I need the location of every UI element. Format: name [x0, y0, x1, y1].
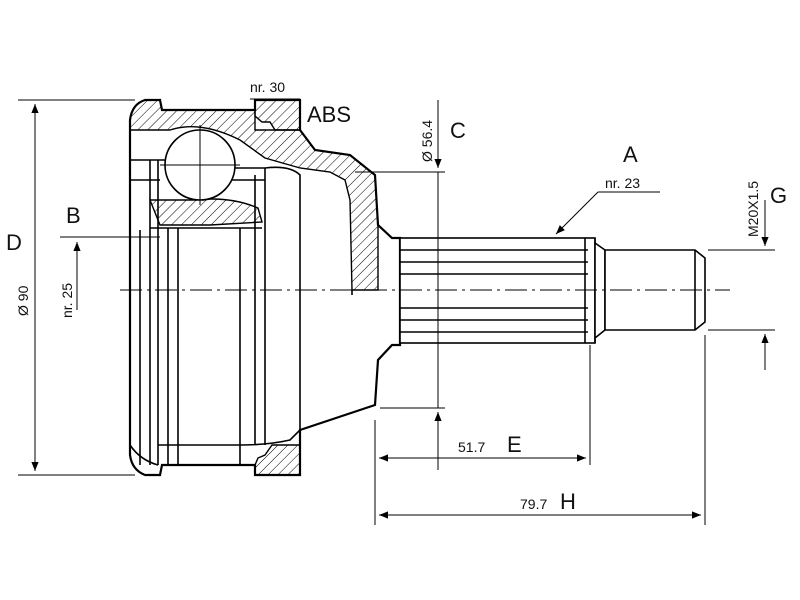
label-nr23: nr. 23 [605, 175, 640, 191]
label-nr25: nr. 25 [59, 283, 75, 318]
label-h: H [560, 489, 576, 514]
label-c: C [450, 118, 466, 143]
label-b: B [66, 203, 81, 228]
label-nr30: nr. 30 [250, 79, 285, 95]
label-abs: ABS [307, 102, 351, 127]
label-thread: M20X1.5 [745, 181, 761, 237]
ball [160, 125, 240, 205]
label-h-value: 79.7 [520, 496, 547, 512]
label-a: A [623, 142, 638, 167]
label-dia-56-4: Ø 56.4 [419, 120, 435, 162]
dimension-h [379, 335, 706, 525]
dimension-c [355, 100, 445, 470]
joint-housing [128, 98, 402, 477]
label-e-value: 51.7 [458, 439, 485, 455]
label-dia-90: Ø 90 [15, 285, 31, 316]
dimension-d [18, 99, 135, 476]
label-g: G [770, 183, 787, 208]
leader-a [555, 191, 660, 235]
dimension-g [708, 200, 775, 370]
label-d: D [6, 230, 22, 255]
dimension-e [374, 345, 591, 525]
label-e: E [507, 432, 522, 457]
dimension-b [60, 236, 160, 310]
